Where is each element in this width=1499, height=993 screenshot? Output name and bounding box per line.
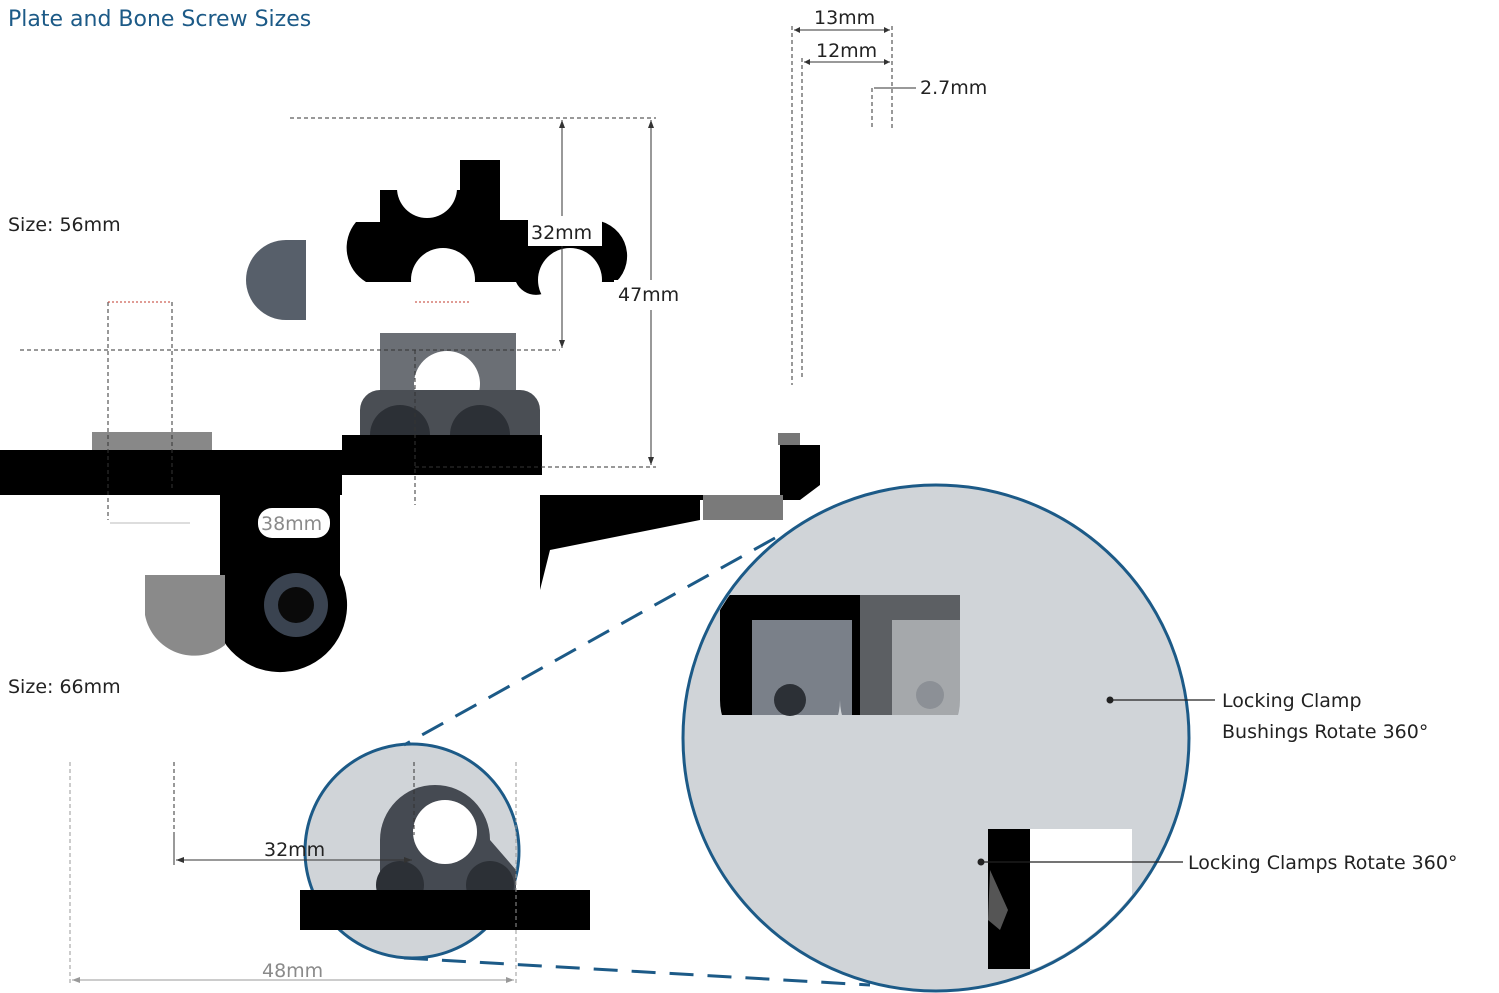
plate-66-bushing-hole [413,800,477,864]
page-title: Plate and Bone Screw Sizes [8,7,311,32]
screw-dimensions [791,26,916,385]
dim-label-32mm-lower: 32mm [264,839,325,861]
callout-leaders [977,696,1215,866]
plate-56-main-bar [0,435,542,495]
plate-56-hole-center [411,248,475,312]
plate-56-size-label: Size: 56mm [8,214,121,236]
plate-56-tab [778,433,800,445]
dim-label-13mm: 13mm [814,7,875,29]
plate-56-bar-edge [92,432,212,450]
detail-lobe-cut-right [840,700,960,760]
callout-clamps: Locking Clamps Rotate 360° [1188,852,1457,874]
plate-56-metal-edge [246,240,306,320]
dim-label-2-7mm: 2.7mm [920,77,987,99]
plate-56-right-arm-grey [703,495,783,520]
clamps-leader-dot [977,858,985,866]
plate-66-base-bar [300,890,590,930]
dim-label-48mm: 48mm [262,960,323,982]
zoom-connector-lower [403,956,871,987]
plate-56-lower-grey [145,575,225,656]
bushings-leader-dot [1106,696,1114,704]
dim-38mm-bg [258,508,330,538]
plate-56-right-arm [540,445,820,590]
detail-lobe-cut-left [720,700,840,760]
detail-zoom [681,483,1191,993]
plate-66-size-label: Size: 66mm [8,676,121,698]
zoom-connector-upper [403,536,776,747]
plate-66-drawing: 32mm 48mm [69,742,590,985]
plate-56-lower-hole [278,587,314,623]
dim-label-12mm: 12mm [816,40,877,62]
detail-clamp-white [1030,829,1132,969]
dim-label-32mm-upper: 32mm [531,222,592,244]
callout-bushings-line1: Locking Clamp [1222,690,1362,712]
callout-bushings-line2: Bushings Rotate 360° [1222,721,1428,743]
plate-56-drawing: 32mm 47mm 38mm [0,117,820,673]
dim-label-38mm: 38mm [261,513,322,535]
zoom-connectors [403,536,871,987]
detail-screw-left [774,684,806,716]
detail-clamp-screw [988,870,1008,930]
dim-47mm-bg [614,280,688,310]
dim-32mm-bg [528,216,602,246]
dim-label-47mm: 47mm [618,284,679,306]
detail-screw-right [916,681,944,709]
plate-56-upper-hole [397,158,457,218]
plate-56-hole-right [538,248,602,312]
